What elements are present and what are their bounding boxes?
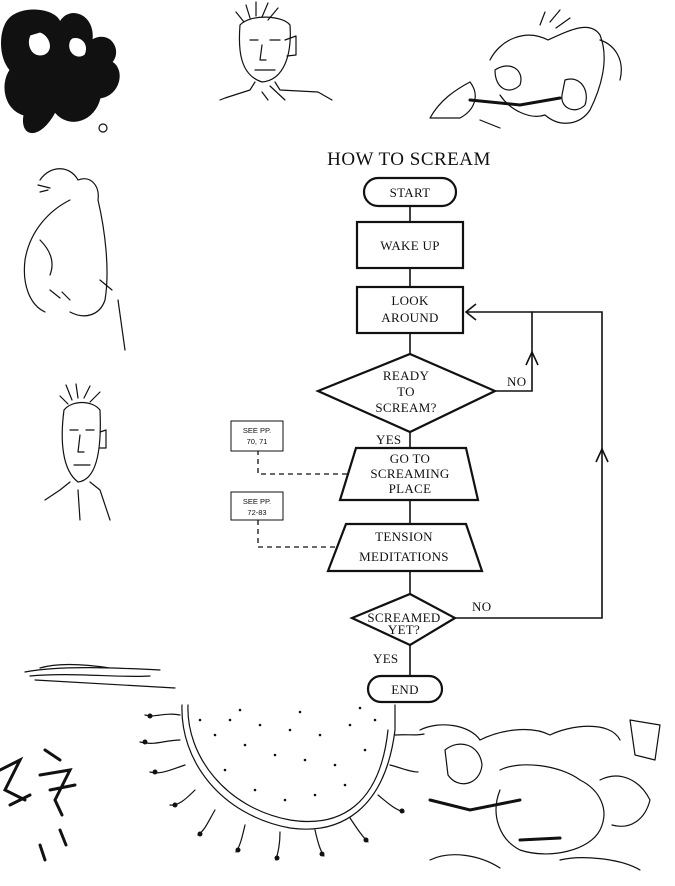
ink-blot-top-left bbox=[1, 9, 120, 133]
look-around-label-2: AROUND bbox=[381, 310, 438, 325]
go-to-label-2: SCREAMING bbox=[370, 466, 449, 481]
go-to-label-1: GO TO bbox=[390, 451, 430, 466]
wake-up-node: WAKE UP bbox=[355, 220, 465, 270]
screamed-label-2: YET? bbox=[388, 622, 420, 637]
tension-node: TENSION MEDITATIONS bbox=[326, 522, 484, 573]
start-node: START bbox=[362, 176, 458, 208]
ref2-label-1: SEE PP. bbox=[243, 497, 271, 506]
portrait-sketch-top bbox=[219, 1, 333, 101]
screamed-decision-node: SCREAMED YET? bbox=[349, 592, 458, 647]
look-around-node: LOOK AROUND bbox=[355, 285, 465, 335]
ref-note-2: SEE PP. 72-83 bbox=[230, 491, 284, 521]
figure-sketch-top-right bbox=[429, 9, 622, 129]
scribble-left-lower bbox=[24, 663, 176, 689]
tension-label-1: TENSION bbox=[375, 529, 433, 544]
go-to-label-3: PLACE bbox=[389, 481, 432, 496]
ink-marks-bottom-left bbox=[0, 748, 77, 862]
sun-illustration-bottom bbox=[139, 704, 425, 861]
ref1-label-1: SEE PP. bbox=[243, 426, 271, 435]
screamed-yes-label: YES bbox=[373, 651, 398, 666]
tension-label-2: MEDITATIONS bbox=[359, 549, 449, 564]
go-to-node: GO TO SCREAMING PLACE bbox=[338, 446, 480, 502]
ready-decision-node: READY TO SCREAM? bbox=[315, 352, 498, 434]
screamed-label-1: SCREAMED bbox=[367, 610, 440, 625]
end-label: END bbox=[391, 682, 419, 697]
ready-label-1: READY bbox=[383, 368, 430, 383]
ready-label-3: SCREAM? bbox=[375, 400, 436, 415]
ref1-connector bbox=[257, 450, 350, 475]
ref2-label-2: 72-83 bbox=[247, 508, 266, 517]
screamed-no-loop bbox=[455, 311, 603, 619]
ready-yes-label: YES bbox=[376, 432, 401, 447]
ready-no-label: NO bbox=[507, 374, 526, 389]
ref1-label-2: 70, 71 bbox=[247, 437, 268, 446]
ref2-connector bbox=[257, 520, 336, 548]
figure-sketch-bottom-right bbox=[419, 719, 661, 871]
end-node: END bbox=[366, 674, 444, 704]
wake-up-label: WAKE UP bbox=[380, 238, 440, 253]
figure-sketch-left-middle bbox=[23, 168, 126, 351]
look-around-label-1: LOOK bbox=[391, 293, 429, 308]
ready-label-2: TO bbox=[397, 384, 415, 399]
portrait-sketch-left bbox=[44, 383, 111, 521]
screamed-no-label: NO bbox=[472, 599, 491, 614]
connectors bbox=[257, 206, 609, 676]
chart-title: HOW TO SCREAM bbox=[327, 149, 491, 170]
ref-note-1: SEE PP. 70, 71 bbox=[230, 420, 284, 452]
start-label: START bbox=[390, 185, 431, 200]
